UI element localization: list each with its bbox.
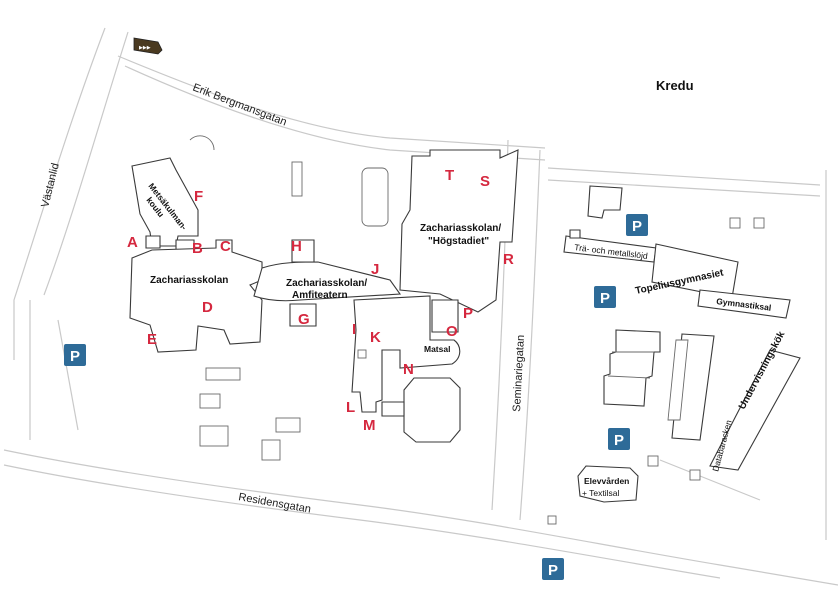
entrance-d[interactable]: D: [202, 299, 213, 316]
parking-markers: P P P P P: [64, 214, 648, 580]
svg-text:▶▶▶: ▶▶▶: [139, 45, 151, 51]
road-kredu-north-2: [547, 179, 821, 197]
parking-west[interactable]: P: [64, 344, 86, 366]
entrance-p[interactable]: P: [463, 305, 473, 322]
building-tra-annex: [569, 229, 581, 239]
entrance-n[interactable]: N: [403, 361, 414, 378]
street-label-vastanlid: Västanlid: [39, 162, 62, 209]
parking-south-label: P: [548, 562, 558, 579]
building-amfiteatern: [253, 261, 402, 302]
building-amfi-north: [291, 239, 315, 263]
road-erik-north: [117, 55, 546, 149]
label-matsal: Matsal: [424, 344, 450, 354]
entrance-h[interactable]: H: [291, 238, 302, 255]
parking-kredu-north[interactable]: P: [626, 214, 648, 236]
building-o: [431, 299, 459, 333]
entrance-t[interactable]: T: [445, 167, 454, 184]
label-amfi-1: Zachariasskolan/: [286, 278, 367, 289]
building-annex-a: [145, 235, 161, 249]
building-matsal: [351, 295, 461, 413]
building-hogstadiet: [399, 149, 519, 313]
entrance-g[interactable]: G: [298, 311, 310, 328]
building-m: [381, 401, 405, 417]
entrance-i[interactable]: I: [352, 321, 356, 338]
building-kredu-nw: [587, 185, 623, 219]
street-label-seminarie: Seminariegatan: [511, 335, 527, 413]
entrance-s[interactable]: S: [480, 173, 490, 190]
building-elevvarden: [577, 465, 639, 503]
road-vastanlid-east: [43, 31, 129, 296]
building-kredu-center-lines: [607, 351, 654, 379]
shed-7: [261, 439, 281, 461]
small-buildings: [189, 135, 557, 525]
parking-south[interactable]: P: [542, 558, 564, 580]
building-kredu-center: [603, 329, 661, 407]
entrance-b[interactable]: B: [192, 240, 203, 257]
entrance-letters: A B C E D F G H I J K L M N O P R S T: [127, 167, 514, 434]
building-amfi-south: [289, 303, 317, 327]
street-label-erik: Erik Bergmansgatan: [191, 82, 288, 129]
street-label-residens: Residensgatan: [237, 491, 311, 516]
label-zachariasskolan: Zachariasskolan: [150, 275, 228, 286]
entrance-m[interactable]: M: [363, 417, 376, 434]
label-elevvarden-2: + Textilsal: [582, 488, 620, 498]
road-residens-north: [3, 449, 838, 586]
parking-kredu-mid-label: P: [600, 290, 610, 307]
area-label-kredu: Kredu: [656, 78, 694, 93]
parking-kredu-south-label: P: [614, 432, 624, 449]
parking-kredu-south[interactable]: P: [608, 428, 630, 450]
building-n: [403, 377, 461, 443]
marker-1: [357, 349, 367, 359]
label-hog-2: "Högstadiet": [428, 236, 489, 247]
entrance-f[interactable]: F: [194, 188, 203, 205]
marker-4: [753, 217, 765, 229]
shed-1: [291, 161, 303, 197]
road-erik-south: [124, 65, 546, 161]
shed-2: [361, 167, 389, 227]
shed-5: [199, 425, 229, 447]
shed-6: [275, 417, 301, 433]
building-zachariasskolan: [129, 239, 263, 353]
road-kredu-north: [547, 167, 821, 186]
shed-4: [199, 393, 221, 409]
marker-2: [547, 515, 557, 525]
building-gymnastiksal: [697, 289, 791, 319]
parking-kredu-north-label: P: [632, 218, 642, 235]
marker-6: [647, 455, 659, 467]
main-school-buildings: [129, 149, 519, 443]
label-elevvarden-1: Elevvården: [584, 476, 629, 486]
entrance-j[interactable]: J: [371, 261, 379, 278]
label-hog-1: Zachariasskolan/: [420, 223, 501, 234]
road-seminarie-east: [519, 149, 541, 521]
entrance-k[interactable]: K: [370, 329, 381, 346]
road-network: [3, 27, 838, 586]
road-kredu-south: [659, 459, 761, 501]
kredu-buildings: [563, 185, 801, 503]
entrance-c[interactable]: C: [220, 238, 231, 255]
entrance-e[interactable]: E: [147, 331, 157, 348]
label-amfi-2: Amfiteatern: [292, 290, 348, 301]
entrance-r[interactable]: R: [503, 251, 514, 268]
building-metsakulman: [131, 157, 199, 247]
shed-3: [205, 367, 241, 381]
road-vastanlid-west: [13, 27, 106, 360]
arc-feature: [189, 135, 215, 151]
road-west-parking: [29, 300, 79, 440]
building-undervisningskok: [709, 349, 801, 471]
entrance-a[interactable]: A: [127, 234, 138, 251]
parking-west-label: P: [70, 348, 80, 365]
marker-5: [689, 469, 701, 481]
entrance-o[interactable]: O: [446, 323, 458, 340]
building-kredu-strip: [667, 339, 689, 421]
entrance-l[interactable]: L: [346, 399, 355, 416]
marker-3: [729, 217, 741, 229]
parking-kredu-mid[interactable]: P: [594, 286, 616, 308]
road-residens-south: [3, 464, 721, 579]
entrance-arrow-icon: ▶▶▶: [133, 37, 163, 55]
